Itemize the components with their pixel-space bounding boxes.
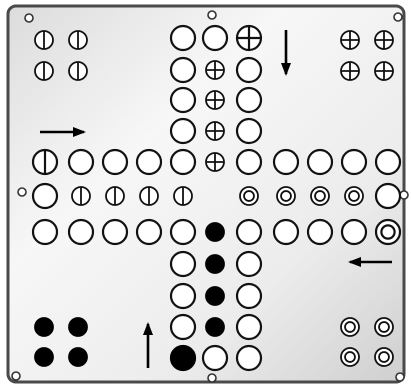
start-space-right (376, 220, 400, 244)
track-space (171, 220, 195, 244)
finish-space-bottom (206, 223, 224, 241)
home-space (69, 348, 87, 366)
track-space (308, 150, 332, 174)
track-space (342, 150, 366, 174)
home-space (341, 62, 359, 80)
track-space (137, 150, 161, 174)
home-space (35, 31, 53, 49)
track-space (237, 88, 261, 112)
home-space (69, 31, 87, 49)
home-space (375, 62, 393, 80)
finish-space-left (174, 187, 192, 205)
track-space (237, 58, 261, 82)
track-space (274, 220, 298, 244)
mounting-hole (18, 188, 26, 196)
mounting-hole (400, 191, 408, 199)
track-space (69, 150, 93, 174)
finish-space-bottom (206, 255, 224, 273)
mounting-hole (396, 373, 404, 381)
track-space (171, 26, 195, 50)
track-space (203, 26, 227, 50)
mounting-hole (25, 14, 33, 22)
home-space (375, 318, 393, 336)
home-space (341, 348, 359, 366)
track-space (33, 184, 57, 208)
finish-space-top (206, 61, 224, 79)
track-space (237, 346, 261, 370)
track-space (203, 346, 227, 370)
track-space (237, 220, 261, 244)
home-space (69, 62, 87, 80)
home-space (69, 318, 87, 336)
finish-space-bottom (206, 287, 224, 305)
start-space-bottom (171, 346, 195, 370)
track-space (171, 284, 195, 308)
track-space (171, 119, 195, 143)
track-space (103, 150, 127, 174)
track-space (308, 220, 332, 244)
home-space (341, 31, 359, 49)
finish-space-top (206, 122, 224, 140)
track-space (137, 220, 161, 244)
finish-space-left (140, 187, 158, 205)
track-space (103, 220, 127, 244)
mounting-hole (12, 372, 20, 380)
mounting-hole (208, 374, 216, 382)
track-space (237, 284, 261, 308)
track-space (171, 315, 195, 339)
track-space (237, 119, 261, 143)
home-space (341, 318, 359, 336)
track-space (171, 252, 195, 276)
finish-space-top (206, 91, 224, 109)
finish-space-right (311, 187, 329, 205)
start-space-top (237, 26, 261, 50)
finish-space-right (240, 187, 258, 205)
finish-space-bottom (206, 318, 224, 336)
track-space (171, 88, 195, 112)
track-space (171, 58, 195, 82)
finish-space-right (345, 187, 363, 205)
home-space (35, 348, 53, 366)
finish-space-top (206, 153, 224, 171)
home-space (375, 31, 393, 49)
track-space (33, 220, 57, 244)
track-space (237, 315, 261, 339)
track-space (376, 184, 400, 208)
home-space (35, 62, 53, 80)
track-space (171, 150, 195, 174)
mounting-hole (208, 11, 216, 19)
finish-space-left (106, 187, 124, 205)
track-space (237, 252, 261, 276)
track-space (69, 220, 93, 244)
finish-space-left (72, 187, 90, 205)
track-space (274, 150, 298, 174)
mounting-hole (394, 13, 402, 21)
finish-space-right (277, 187, 295, 205)
track-space (237, 150, 261, 174)
home-space (375, 348, 393, 366)
track-space (376, 150, 400, 174)
track-space (342, 220, 366, 244)
home-space (35, 318, 53, 336)
start-space-left (33, 150, 57, 174)
